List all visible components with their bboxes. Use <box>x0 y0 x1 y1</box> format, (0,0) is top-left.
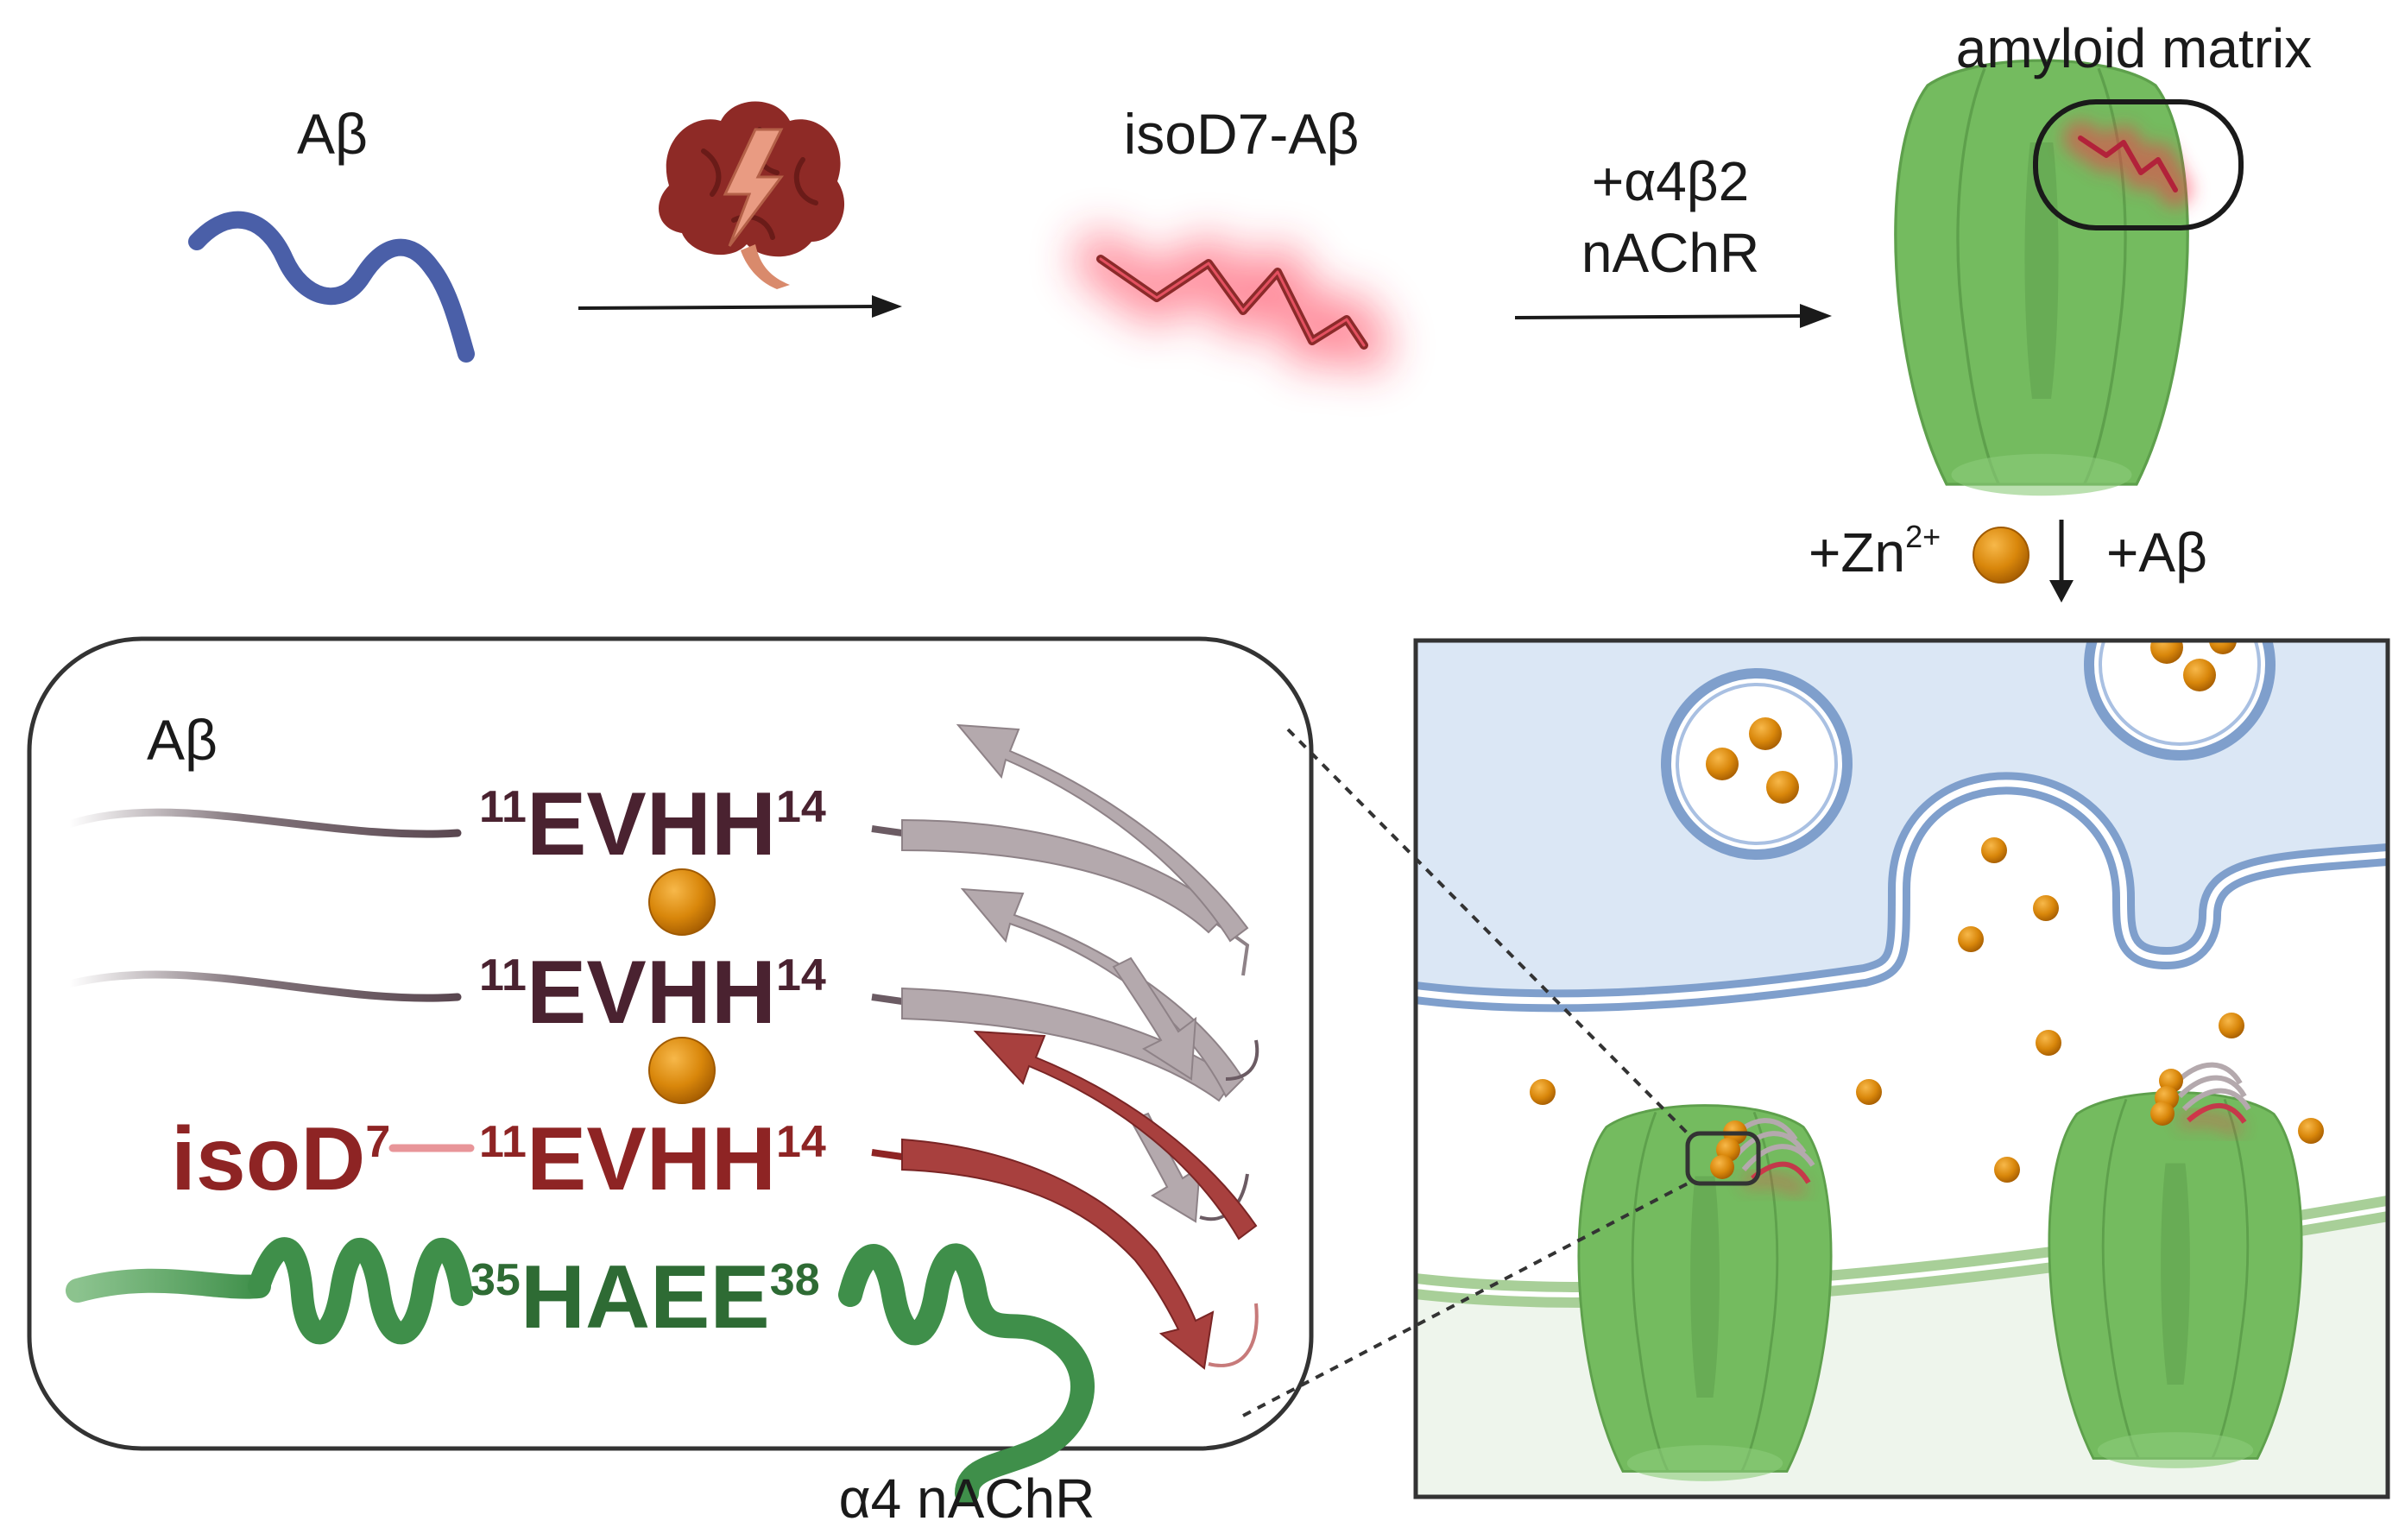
amyloid-matrix-box <box>2033 99 2244 230</box>
inset-abeta-label: Aβ <box>147 708 218 772</box>
motif-row2: 11EVHH14 <box>479 943 826 1043</box>
inset-panel: Aβ 11EVHH14 11EVHH14 isoD7 11EVHH14 <box>27 636 1314 1530</box>
vesicle-1 <box>1661 668 1853 860</box>
isod7-motif: isoD7 <box>171 1109 390 1209</box>
arrow-injury <box>578 302 882 312</box>
zinc-ion-inset-1 <box>648 868 716 936</box>
abeta-tail-2 <box>65 970 462 1002</box>
amyloid-peptide <box>2063 121 2193 207</box>
top-row: Aβ isoD7-Aβ +α4β2 nAChR <box>188 17 2313 497</box>
motif-row3: 11EVHH14 <box>479 1109 826 1209</box>
synapse-panel <box>1413 638 2390 1499</box>
abeta-label: Aβ <box>297 102 368 166</box>
zinc-ion-inset-2 <box>648 1037 716 1104</box>
receptor-label-line1: +α4β2 <box>1592 150 1749 212</box>
motif-row4: 35HAEE38 <box>470 1247 820 1348</box>
arrow-receptor <box>1514 314 1809 319</box>
zoom-box <box>1685 1131 1761 1186</box>
receptor-right <box>2048 1091 2303 1470</box>
zinc-label: +Zn2+ <box>1808 519 1941 584</box>
alpha4-label: α4 nAChR <box>839 1467 1095 1530</box>
transition: +Zn2+ +Aβ <box>1808 519 2207 603</box>
zinc-ion-icon <box>1973 527 2029 584</box>
abeta-tail-1 <box>65 808 462 838</box>
beta-sheet <box>871 723 1259 1370</box>
free-zinc-ions <box>1530 837 2324 1183</box>
receptor-label-line2: nAChR <box>1581 222 1759 284</box>
lightning-icon <box>723 128 784 247</box>
isod7-peptide <box>1075 233 1390 371</box>
alpha4-helix <box>66 1237 1095 1505</box>
amyloid-matrix-label: amyloid matrix <box>1956 17 2313 79</box>
fibril-right <box>2150 1062 2251 1137</box>
down-arrow-icon <box>2049 520 2074 603</box>
receptor-left <box>1577 1104 1833 1483</box>
abeta-add-label: +Aβ <box>2106 521 2207 584</box>
vesicle-2 <box>2084 641 2276 761</box>
abeta-peptide <box>188 211 475 363</box>
isod7-label: isoD7-Aβ <box>1124 102 1360 166</box>
zoom-lines <box>1242 728 1689 1417</box>
motif-row1: 11EVHH14 <box>479 774 826 874</box>
receptor-top <box>1894 59 2189 497</box>
